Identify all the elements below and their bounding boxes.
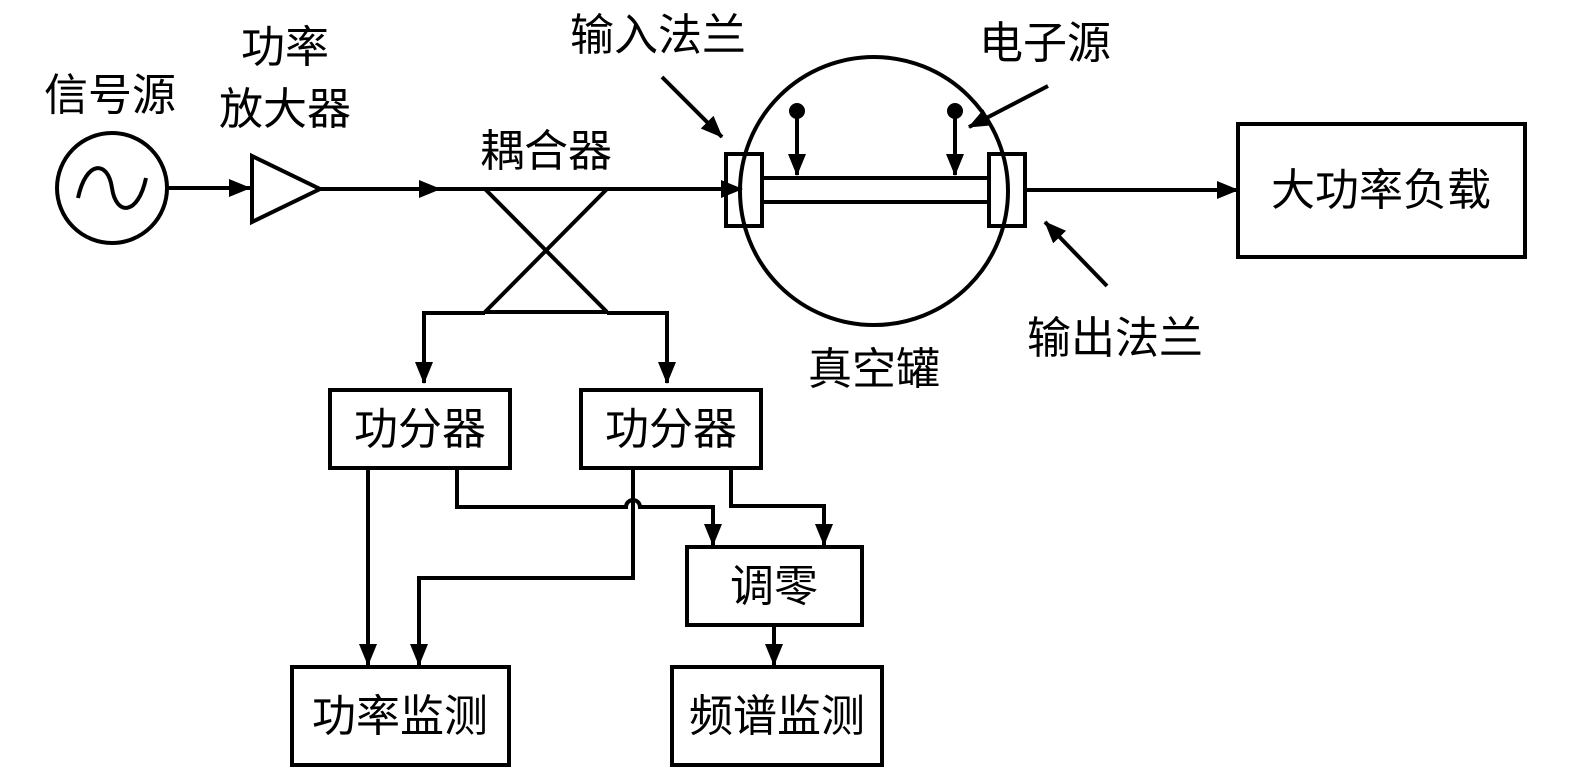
splitter-left-label: 功分器 [354, 404, 486, 455]
load-label: 大功率负载 [1271, 165, 1491, 216]
splitter-left-box [328, 388, 512, 470]
tube-body [760, 176, 991, 204]
triangle-amplifier-icon [250, 152, 325, 226]
connector-coupler-splitter-right [607, 311, 676, 384]
splitter-right-label: 功分器 [605, 404, 737, 455]
vacuum-tank: 真空罐 [724, 55, 1027, 395]
high-power-load: 大功率负载 [1236, 122, 1527, 259]
load-box [1236, 122, 1527, 259]
electron-source-pointer [968, 84, 1049, 129]
sine-wave-icon [76, 166, 148, 210]
connector-coupler-splitter-left [415, 311, 485, 384]
power-splitter-right: 功分器 [579, 388, 763, 470]
nulling-unit: 调零 [685, 545, 864, 627]
input-flange-label: 输入法兰 [570, 10, 746, 61]
spectrum-monitor-label: 频谱监测 [689, 691, 865, 742]
signal-source-label: 信号源 [44, 70, 176, 121]
signal-source: 信号源 [44, 70, 176, 245]
output-flange-pointer [1043, 220, 1109, 288]
power-amplifier: 功率 放大器 [219, 22, 351, 226]
amplifier-label-line2: 放大器 [219, 84, 351, 135]
electron-source-left [788, 103, 806, 176]
vacuum-tank-label: 真空罐 [808, 344, 940, 395]
nulling-label: 调零 [730, 561, 818, 612]
coupler: 耦合器 [480, 126, 612, 314]
coupler-label: 耦合器 [480, 126, 612, 177]
output-flange-label: 输出法兰 [1027, 313, 1203, 364]
connector-splitterL-nulling [455, 468, 722, 546]
input-flange-pointer [660, 75, 724, 139]
spectrum-monitor: 频谱监测 [670, 665, 884, 767]
splitter-right-box [579, 388, 763, 470]
vacuum-tank-circle [738, 55, 1010, 327]
power-monitor-box [290, 665, 511, 767]
power-monitor: 功率监测 [290, 665, 511, 767]
connector-splitterR-nulling [729, 468, 833, 546]
electron-source-label: 电子源 [979, 18, 1111, 69]
cross-coupler-icon-b [483, 187, 609, 314]
electron-source-right [946, 103, 964, 176]
power-splitter-left: 功分器 [328, 388, 512, 470]
amplifier-label-line1: 功率 [241, 22, 329, 73]
spectrum-monitor-box [670, 665, 884, 767]
connector-splitterR-power-monitor [410, 468, 635, 666]
power-monitor-label: 功率监测 [312, 691, 488, 742]
